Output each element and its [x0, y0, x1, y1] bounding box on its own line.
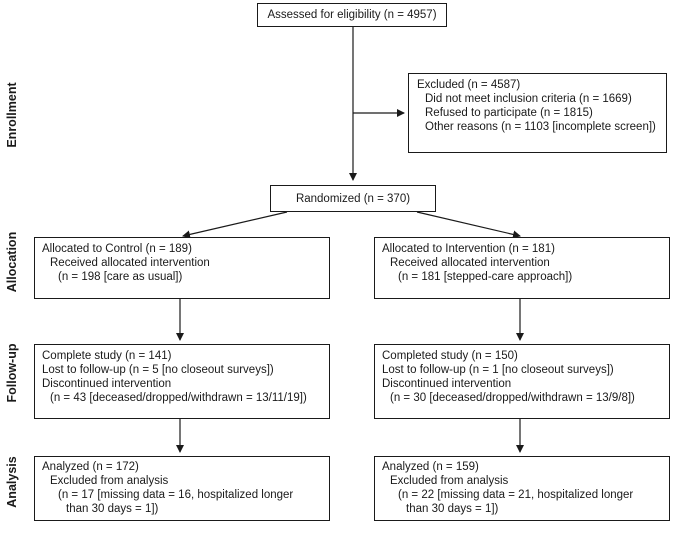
control-analysis-box: Analyzed (n = 172) Excluded from analysi… — [34, 456, 330, 521]
intervention-followup-line: Lost to follow-up (n = 1 [no closeout su… — [382, 364, 614, 376]
control-analysis-line: than 30 days = 1]) — [66, 503, 159, 515]
assessed-box: Assessed for eligibility (n = 4957) — [257, 3, 447, 27]
intervention-followup-line: (n = 30 [deceased/dropped/withdrawn = 13… — [390, 392, 635, 404]
control-followup-box: Complete study (n = 141) Lost to follow-… — [34, 344, 330, 419]
excluded-reason: Did not meet inclusion criteria (n = 166… — [425, 93, 632, 105]
control-allocation-box: Allocated to Control (n = 189) Received … — [34, 237, 330, 299]
control-analysis-line: Excluded from analysis — [50, 475, 169, 487]
intervention-analysis-line: (n = 22 [missing data = 21, hospitalized… — [398, 489, 634, 501]
control-analysis-line: (n = 17 [missing data = 16, hospitalized… — [58, 489, 294, 501]
intervention-analysis-line: than 30 days = 1]) — [406, 503, 499, 515]
excluded-box: Excluded (n = 4587) Did not meet inclusi… — [408, 73, 667, 153]
connector-randomized-control — [182, 211, 288, 239]
excluded-reason: Refused to participate (n = 1815) — [425, 107, 593, 119]
control-allocation-line: (n = 198 [care as usual]) — [58, 271, 183, 283]
connector-randomized-intervention — [416, 211, 521, 239]
intervention-allocation-title: Allocated to Intervention (n = 181) — [382, 243, 555, 255]
intervention-followup-line: Completed study (n = 150) — [382, 350, 518, 362]
assessed-text: Assessed for eligibility (n = 4957) — [267, 9, 437, 21]
control-allocation-title: Allocated to Control (n = 189) — [42, 243, 192, 255]
intervention-analysis-box: Analyzed (n = 159) Excluded from analysi… — [374, 456, 670, 521]
intervention-followup-box: Completed study (n = 150) Lost to follow… — [374, 344, 670, 419]
intervention-allocation-line: (n = 181 [stepped-care approach]) — [398, 271, 573, 283]
intervention-analysis-line: Analyzed (n = 159) — [382, 461, 479, 473]
control-followup-line: (n = 43 [deceased/dropped/withdrawn = 13… — [50, 392, 307, 404]
flow-connectors — [176, 27, 524, 453]
randomized-text: Randomized (n = 370) — [295, 193, 411, 205]
control-analysis-line: Analyzed (n = 172) — [42, 461, 139, 473]
control-followup-line: Lost to follow-up (n = 5 [no closeout su… — [42, 364, 274, 376]
control-followup-line: Complete study (n = 141) — [42, 350, 172, 362]
intervention-followup-line: Discontinued intervention — [382, 378, 512, 390]
excluded-reason: Other reasons (n = 1103 [incomplete scre… — [425, 121, 656, 133]
excluded-title: Excluded (n = 4587) — [417, 79, 521, 91]
control-followup-line: Discontinued intervention — [42, 378, 172, 390]
control-allocation-line: Received allocated intervention — [50, 257, 210, 269]
intervention-allocation-line: Received allocated intervention — [390, 257, 550, 269]
randomized-box: Randomized (n = 370) — [270, 185, 436, 212]
intervention-analysis-line: Excluded from analysis — [390, 475, 509, 487]
intervention-allocation-box: Allocated to Intervention (n = 181) Rece… — [374, 237, 670, 299]
